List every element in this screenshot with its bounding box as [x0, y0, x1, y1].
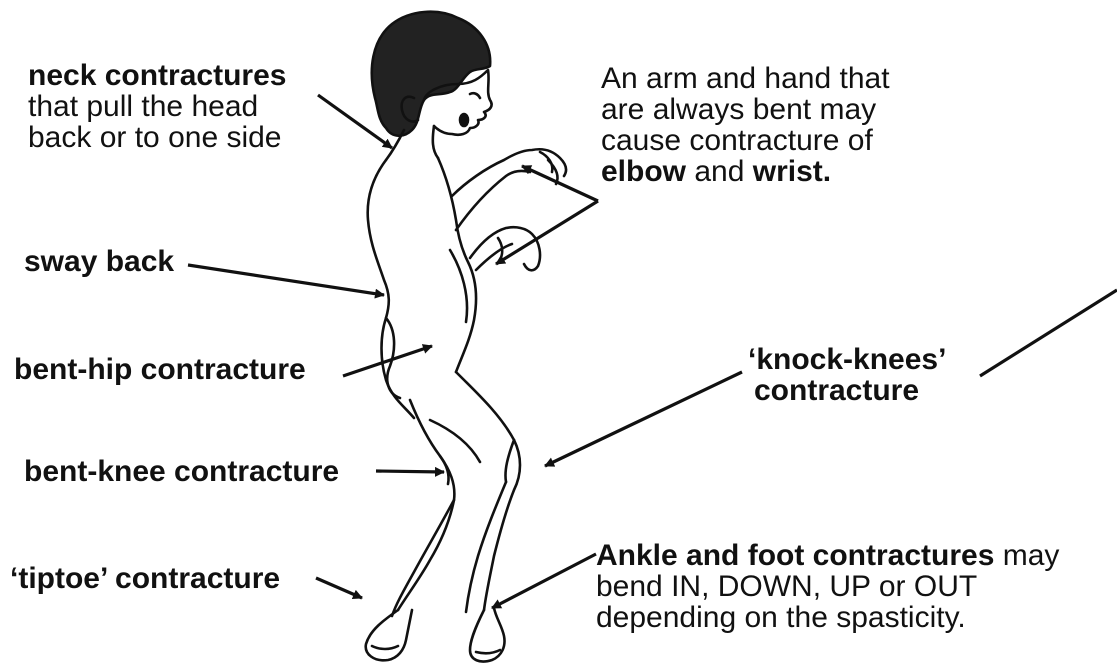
neck-line-3: back or to one side — [28, 122, 286, 153]
knock-knees-line-2: contracture — [754, 374, 919, 407]
child-figure — [366, 12, 566, 662]
sway-back-text: sway back — [24, 245, 174, 278]
arm-line-4: elbow and wrist. — [601, 156, 890, 187]
elbow-bold: elbow — [601, 155, 686, 188]
neck-contractures-label: neck contractures that pull the head bac… — [28, 60, 286, 153]
bent-hip-text: bent-hip contracture — [14, 353, 306, 386]
sway-back-label: sway back — [24, 246, 174, 277]
arm-line-1: An arm and hand that — [601, 63, 890, 94]
back — [368, 160, 414, 418]
knock-knees-extension-line — [980, 290, 1117, 376]
arrow-tiptoe — [316, 578, 362, 598]
back-leg — [398, 400, 454, 610]
lower-arm — [470, 227, 540, 270]
knock-knees-label: ‘knock-knees’ contracture — [748, 344, 946, 406]
arrow-wrist — [496, 201, 598, 264]
arrow-knock-knees — [545, 372, 742, 466]
arrow-elbow — [522, 166, 598, 201]
bent-hip-label: bent-hip contracture — [14, 354, 306, 385]
bent-knee-text: bent-knee contracture — [24, 455, 339, 488]
arm-and: and — [686, 155, 753, 188]
wrist-bold: wrist. — [753, 155, 831, 188]
ankle-line-3: depending on the spasticity. — [596, 602, 1059, 633]
bent-knee-label: bent-knee contracture — [24, 456, 339, 487]
ankle-tail: may — [994, 539, 1059, 572]
neck-contractures-bold: neck contractures — [28, 59, 286, 92]
eye — [470, 93, 480, 98]
front-leg — [456, 372, 520, 610]
back-foot — [366, 610, 412, 660]
ankle-foot-label: Ankle and foot contractures may bend IN,… — [596, 540, 1059, 633]
tiptoe-rest: contracture — [107, 562, 280, 595]
knock-knees-line-1: ‘knock-knees’ — [748, 343, 946, 376]
arrow-sway-back — [188, 265, 384, 295]
arm-hand-label: An arm and hand that are always bent may… — [601, 63, 890, 187]
arrow-bent-knee — [376, 471, 444, 472]
ankle-bold: Ankle and foot contractures — [596, 539, 994, 572]
neck-line-2: that pull the head — [28, 91, 286, 122]
arm-line-3: cause contracture of — [601, 125, 890, 156]
arrow-ankle — [492, 554, 596, 608]
mouth — [460, 114, 468, 126]
tiptoe-quoted: ‘tiptoe’ — [10, 562, 107, 595]
hair — [372, 12, 490, 136]
arm-line-2: are always bent may — [601, 94, 890, 125]
tiptoe-label: ‘tiptoe’ contracture — [10, 563, 280, 594]
ankle-line-2: bend IN, DOWN, UP or OUT — [596, 571, 1059, 602]
